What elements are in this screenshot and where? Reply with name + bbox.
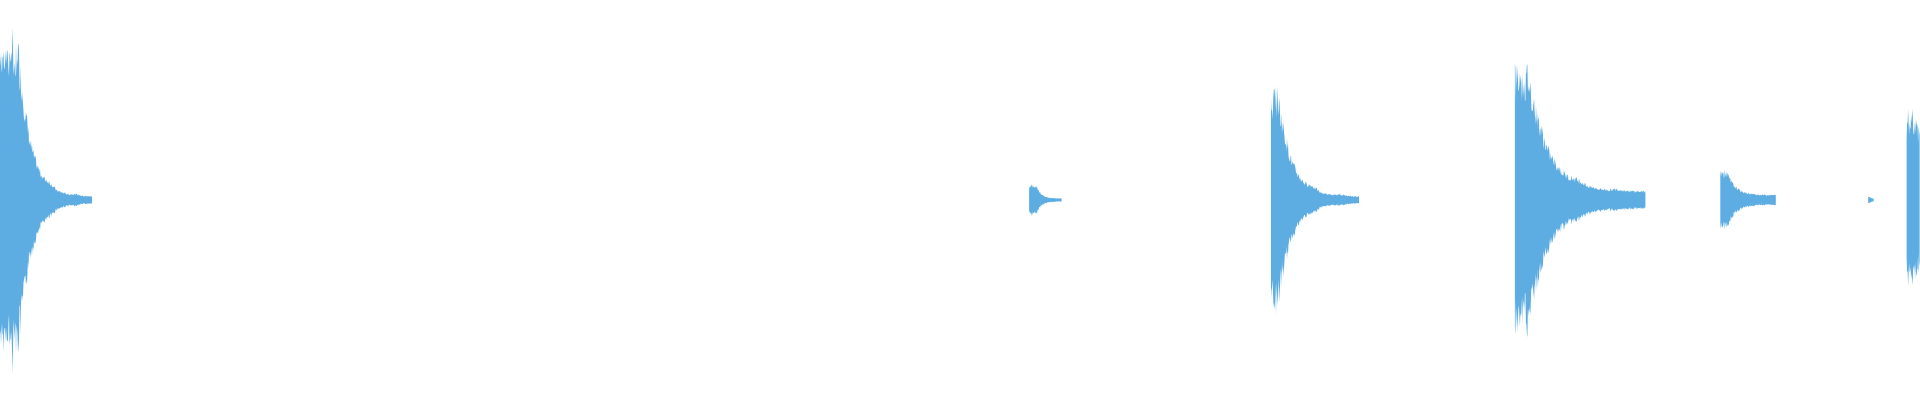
waveform-burst-3 (1271, 85, 1359, 317)
waveform-burst-2 (1029, 184, 1062, 216)
waveform-burst-4 (1514, 63, 1646, 338)
waveform-burst-1 (0, 27, 92, 374)
waveform-burst-5 (1720, 169, 1776, 230)
waveform-burst-6 (1868, 196, 1874, 204)
waveform-burst-7 (1906, 108, 1920, 287)
